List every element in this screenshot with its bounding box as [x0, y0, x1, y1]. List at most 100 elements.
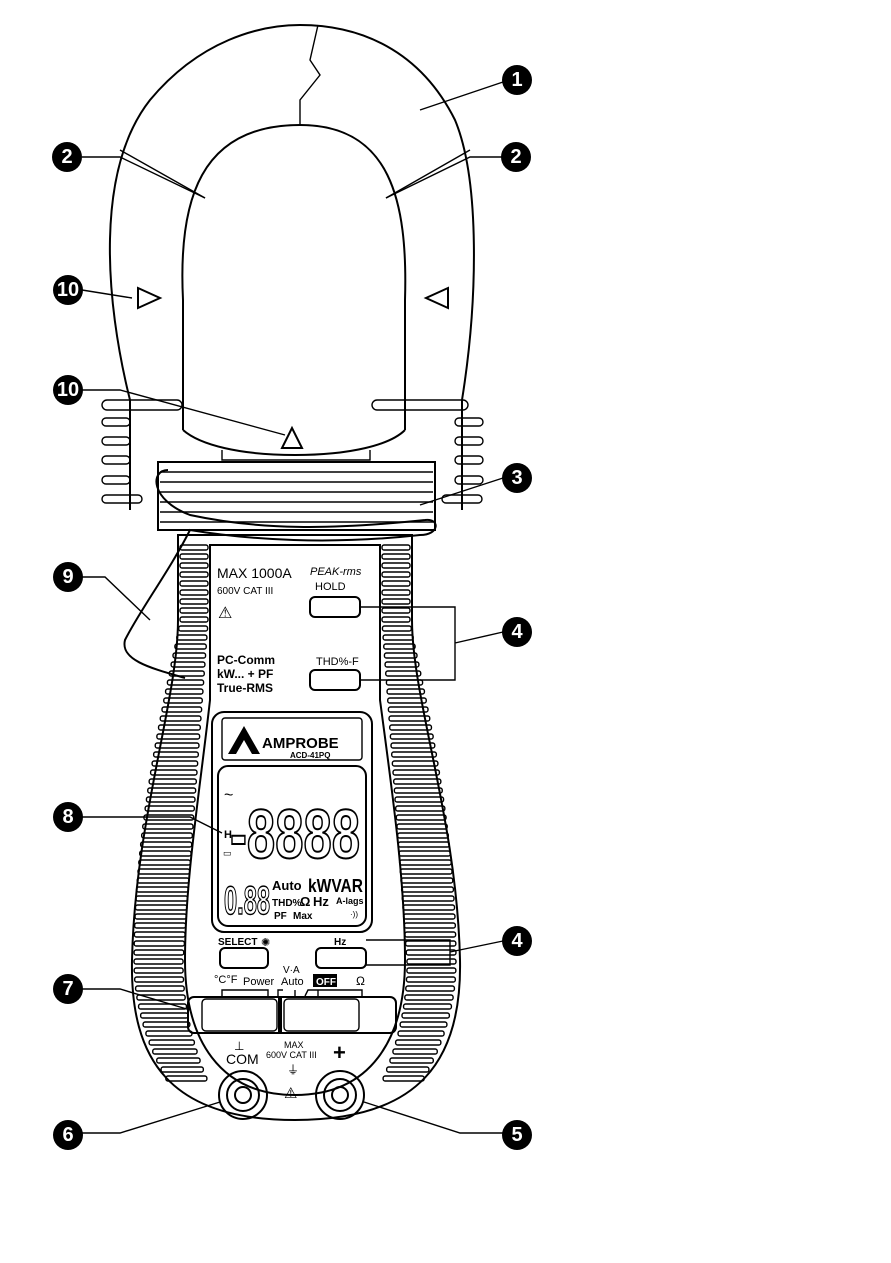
- grip-rib: [381, 571, 411, 578]
- grip-rib: [179, 571, 209, 578]
- grip-rib: [387, 706, 429, 713]
- svg-text:4: 4: [511, 621, 523, 643]
- grip-rib: [140, 832, 194, 839]
- svg-text:1: 1: [511, 69, 522, 91]
- grip-rib: [178, 625, 209, 632]
- grip-rib: [161, 706, 203, 713]
- grip-rib: [381, 598, 411, 605]
- feature-true-rms: True-RMS: [217, 681, 273, 695]
- grip-rib: [145, 1030, 193, 1037]
- grip-rib: [404, 994, 454, 1001]
- callout-9: 9: [53, 562, 83, 592]
- grip-rib: [391, 751, 438, 758]
- grip-rib: [179, 607, 209, 614]
- dial-va: V·A: [283, 965, 300, 976]
- grip-rib: [179, 553, 209, 560]
- lcd-max: Max: [293, 911, 313, 922]
- grip-rib: [176, 634, 208, 641]
- svg-text:6: 6: [62, 1124, 73, 1146]
- jaw-alignment-mark-left: [137, 286, 163, 310]
- com-label: COM: [226, 1051, 259, 1067]
- jaw-alignment-mark-right: [423, 286, 449, 310]
- dial-ohm: Ω: [356, 974, 365, 988]
- thd-label: THD%-F: [316, 656, 359, 668]
- lcd-display: [217, 765, 367, 927]
- grip-rib: [383, 643, 416, 650]
- grip-rib: [152, 1048, 198, 1055]
- hold-label: HOLD: [315, 581, 346, 593]
- dial-auto: Auto: [281, 976, 304, 988]
- grip-rib: [400, 877, 454, 884]
- hand-strap: [123, 469, 437, 679]
- grip-rib: [401, 895, 455, 902]
- grip-rib: [133, 940, 186, 947]
- terminal-warning-icon: ⚠: [284, 1085, 297, 1102]
- select-button[interactable]: [219, 947, 269, 969]
- callout-4-top: 4: [502, 617, 532, 647]
- grip-rib: [172, 652, 207, 659]
- grip-rib: [134, 913, 188, 920]
- function-switch[interactable]: [187, 996, 397, 1034]
- grip-rib: [402, 904, 456, 911]
- grip-rib: [406, 967, 457, 974]
- dial-temp: °C°F: [214, 974, 238, 986]
- grip-rib: [133, 958, 184, 965]
- backlight-icon: ✺: [261, 937, 270, 949]
- amprobe-logo: [228, 726, 260, 754]
- positive-terminal[interactable]: [315, 1070, 365, 1120]
- svg-text:10: 10: [57, 279, 79, 301]
- grip-rib: [398, 850, 451, 857]
- grip-rib: [396, 823, 448, 830]
- dial-off[interactable]: OFF: [316, 977, 336, 988]
- grip-rib: [405, 949, 457, 956]
- callout-1: 1: [502, 65, 532, 95]
- grip-rib: [381, 607, 411, 614]
- grip-rib: [406, 958, 457, 965]
- callout-5: 5: [502, 1120, 532, 1150]
- svg-text:2: 2: [510, 146, 521, 168]
- warning-icon: ⚠: [218, 605, 232, 622]
- grip-rib: [389, 733, 434, 740]
- thd-button[interactable]: [309, 669, 361, 691]
- svg-text:5: 5: [511, 1124, 522, 1146]
- grip-rib: [151, 760, 199, 767]
- lcd-pf: PF: [274, 911, 287, 922]
- select-label: SELECT: [218, 937, 257, 948]
- grip-rib: [385, 670, 422, 677]
- callout-8: 8: [53, 802, 83, 832]
- grip-rib: [136, 994, 186, 1001]
- grip-rib: [381, 625, 412, 632]
- lcd-main-readout: -8888: [230, 795, 360, 873]
- grip-rib: [136, 877, 190, 884]
- grip-rib: [394, 1039, 442, 1046]
- grip-rib: [133, 949, 185, 956]
- peak-rms-label: PEAK-rms: [310, 566, 362, 578]
- grip-rib: [163, 697, 203, 704]
- grip-rib: [402, 913, 456, 920]
- beep-icon: ·)): [350, 910, 358, 919]
- ground-symbol: ⊥: [234, 1039, 244, 1053]
- grip-rib: [403, 922, 457, 929]
- hz-label: Hz: [334, 937, 346, 948]
- grip-rib: [397, 841, 451, 848]
- grip-rib: [389, 724, 433, 731]
- grip-rib: [387, 697, 427, 704]
- grip-rib: [390, 742, 436, 749]
- grip-rib: [147, 787, 197, 794]
- grip-rib: [179, 589, 209, 596]
- grip-rib: [154, 742, 200, 749]
- svg-text:3: 3: [511, 467, 522, 489]
- com-terminal[interactable]: [218, 1070, 268, 1120]
- trigger-collar: [157, 461, 436, 531]
- leader-lines: [81, 81, 504, 1134]
- hold-button[interactable]: [309, 596, 361, 618]
- model-label: ACD-41PQ: [290, 751, 330, 760]
- hz-button[interactable]: [315, 947, 367, 969]
- grip-rib: [159, 715, 202, 722]
- grip-rib: [133, 976, 185, 983]
- callout-2-left: 2: [52, 142, 82, 172]
- grip-rib: [381, 589, 411, 596]
- lcd-kwvar: kWVAR: [308, 876, 363, 896]
- ac-symbol: ~: [224, 787, 233, 804]
- callout-6: 6: [53, 1120, 83, 1150]
